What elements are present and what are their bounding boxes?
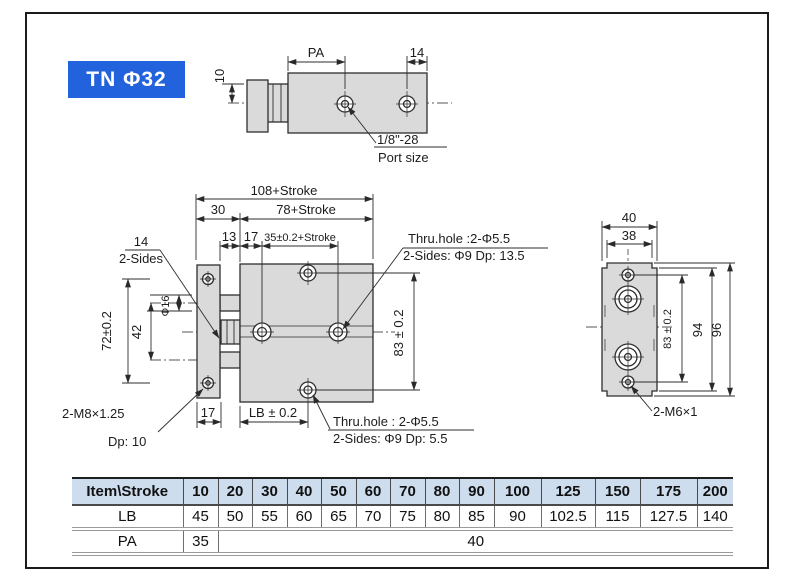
upper-rod: [219, 294, 241, 312]
table-cell: 80: [424, 505, 460, 531]
body-hole-mid-left: [250, 320, 274, 344]
dim-40: 40: [622, 210, 636, 225]
label-thru-top-2: 2-Sides: Φ9 Dp: 13.5: [403, 248, 525, 263]
nut-facets: [272, 84, 282, 122]
table-header-stroke: 30: [251, 477, 288, 506]
table-header-stroke: 175: [639, 477, 698, 506]
side-view-dimension-lines: [601, 221, 735, 412]
front-view: 108+Stroke 30 78+Stroke 13 17 35±0.2+Str…: [62, 183, 548, 449]
table-cell: 35: [182, 529, 219, 556]
dim-phi16: Φ16: [160, 295, 172, 316]
dim-96: 96: [709, 323, 724, 337]
side-counterbore-lower: [612, 341, 644, 373]
label-thru-bottom-1: Thru.hole : 2-Φ5.5: [333, 414, 439, 429]
plate-hole-bottom: [200, 375, 216, 391]
label-thru-bottom-2: 2-Sides: Φ9 Dp: 5.5: [333, 431, 447, 446]
dim-14-top: 14: [410, 45, 424, 60]
table-cell: 45: [182, 505, 219, 531]
row-label: LB: [72, 505, 184, 531]
dim-94: 94: [690, 323, 705, 337]
top-view-dimension-lines: [222, 56, 447, 148]
table-header-stroke: 40: [286, 477, 322, 506]
dim-30: 30: [211, 202, 225, 217]
table-header-stroke: 125: [540, 477, 596, 506]
table-cell: 40: [217, 529, 733, 556]
table-header-stroke: 100: [493, 477, 542, 506]
dim-83-front: 83 ± 0.2: [391, 310, 406, 357]
port-hole-2: [396, 91, 418, 117]
front-view-dimension-lines: [122, 194, 548, 433]
port-size-value: 1/8"-28: [377, 132, 418, 147]
plate-hole-top: [200, 271, 216, 287]
center-nut: [220, 319, 241, 345]
sheet-border: [25, 12, 769, 569]
dim-38: 38: [622, 228, 636, 243]
front-plate-top-view: [246, 79, 269, 133]
table-header-stroke: 50: [320, 477, 357, 506]
rod-nut-top-view: [266, 83, 289, 123]
table-cell: 55: [251, 505, 288, 531]
table-header-stroke: 150: [594, 477, 641, 506]
dim-72: 72±0.2: [99, 311, 114, 351]
dim-83-side: 83 ± 0.2: [662, 309, 674, 349]
dim-35-stroke: 35±0.2+Stroke: [264, 232, 336, 244]
table-cell: 102.5: [540, 505, 596, 531]
table-header-stroke: 10: [182, 477, 219, 506]
table-cell: 127.5: [639, 505, 698, 531]
dim-17-bottom: 17: [201, 405, 215, 420]
sensor-grooves: [604, 305, 655, 351]
table-header-stroke: 200: [696, 477, 733, 506]
dim-42: 42: [129, 325, 144, 339]
label-thru-top-1: Thru.hole :2-Φ5.5: [408, 231, 510, 246]
dim-108-stroke: 108+Stroke: [251, 183, 318, 198]
side-hole-top: [619, 266, 637, 284]
model-label: TN Φ32: [86, 67, 167, 91]
port-size-caption: Port size: [378, 150, 429, 165]
table-cell: 115: [594, 505, 641, 531]
table-cell: 75: [389, 505, 426, 531]
dim-2-sides: 2-Sides: [119, 251, 164, 266]
table-header-stroke: 80: [424, 477, 460, 506]
table-header-stroke: 60: [355, 477, 391, 506]
table-cell: 140: [696, 505, 733, 531]
dim-lb: LB ± 0.2: [249, 405, 297, 420]
dim-14-plate: 14: [134, 234, 148, 249]
label-m8-line1: 2-M8×1.25: [62, 406, 125, 421]
table-header-stroke: 90: [458, 477, 495, 506]
side-counterbore-upper: [612, 283, 644, 315]
dim-78-stroke: 78+Stroke: [276, 202, 336, 217]
body-hole-mid-right: [326, 320, 350, 344]
dim-10: 10: [212, 69, 227, 83]
side-view: 40 38 83 ± 0.2 94 96 2-M6×1: [586, 210, 735, 419]
table-header-item-stroke: Item\Stroke: [72, 477, 184, 506]
front-plate: [196, 264, 221, 399]
label-m8-line2: Dp: 10: [108, 434, 146, 449]
table-cell: 60: [286, 505, 322, 531]
row-label: PA: [72, 529, 184, 556]
dim-17: 17: [244, 229, 258, 244]
body-hole-bottom: [297, 378, 319, 402]
table-cell: 85: [458, 505, 495, 531]
table-header-stroke: 20: [217, 477, 253, 506]
dim-13: 13: [222, 229, 236, 244]
model-badge: TN Φ32: [68, 61, 185, 98]
table-cell: 65: [320, 505, 357, 531]
table-cell: 50: [217, 505, 253, 531]
center-nut-facets: [226, 320, 235, 344]
label-m6: 2-M6×1: [653, 404, 697, 419]
side-hole-bottom: [619, 373, 637, 391]
table-header-stroke: 70: [389, 477, 426, 506]
table-cell: 70: [355, 505, 391, 531]
dim-pa: PA: [308, 45, 325, 60]
top-view: PA 14 10 1/8"-28 Port size: [212, 45, 452, 165]
lower-rod: [219, 351, 241, 369]
table-cell: 90: [493, 505, 542, 531]
